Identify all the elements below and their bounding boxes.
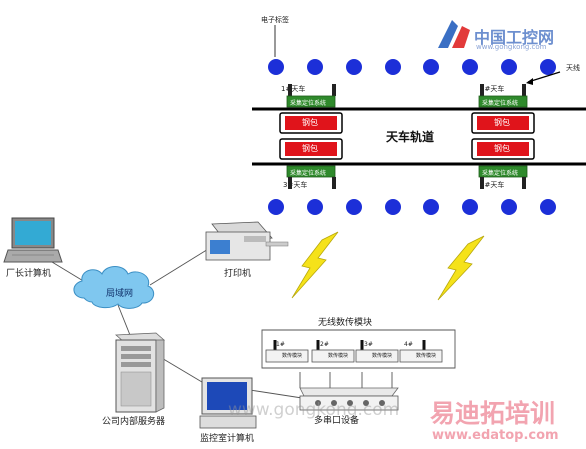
track-label: 天车轨道: [386, 130, 435, 144]
rfid-tag-row-bottom: [268, 199, 556, 215]
positioning-system-box-3: [286, 165, 336, 178]
gongkong-watermark: 中国工控网: [474, 28, 555, 47]
ladle-box-4: [477, 142, 529, 156]
ladle-box-2: [285, 142, 337, 156]
factory-laptop-icon: [3, 217, 63, 263]
wireless-bolt-left-icon: [291, 231, 339, 299]
edatop-watermark: 易迪拓培训: [430, 399, 556, 428]
wireless-module-title: 无线数传模块: [318, 318, 373, 328]
multiport-device-label: 多串口设备: [314, 416, 360, 426]
ladle-box-1: [285, 116, 337, 130]
factory-pc-label: 厂长计算机: [6, 269, 52, 279]
lan-cloud-icon: [73, 266, 155, 309]
module-text-2: 数传模块: [328, 353, 349, 359]
monitor-pc-icon: [199, 377, 257, 429]
wireless-module-bracket: [261, 329, 456, 369]
positioning-system-label-1: 采集定位系统: [290, 100, 327, 107]
printer-icon: [205, 221, 289, 261]
ladle-box-3: [477, 116, 529, 130]
gongkong-url-watermark: www.gongkong.com: [476, 43, 547, 51]
wireless-bolt-right-icon: [437, 235, 485, 301]
ladle-label-4: 钢包: [494, 144, 510, 153]
rfid-tag-label: 电子标签: [261, 16, 289, 24]
wireless-module-3: [355, 340, 399, 363]
wireless-module-1: [265, 340, 309, 363]
ladle-label-1: 钢包: [302, 118, 318, 127]
crane-2-label: 2#天车: [480, 85, 505, 93]
positioning-system-label-2: 采集定位系统: [482, 100, 519, 107]
positioning-system-label-3: 采集定位系统: [290, 170, 327, 177]
printer-label: 打印机: [224, 269, 252, 279]
positioning-system-box-4: [478, 165, 528, 178]
module-number-1: 1#: [276, 341, 285, 348]
wireless-module-4: [399, 340, 443, 363]
ladle-label-3: 钢包: [494, 118, 510, 127]
module-number-4: 4#: [404, 341, 413, 348]
gongkong-center-watermark: www.gongkong.com: [228, 400, 400, 420]
positioning-system-box-2: [478, 95, 528, 108]
module-text-1: 数传模块: [282, 353, 303, 359]
crane-unit-left: [279, 84, 343, 189]
gongkong-logo-icon: [438, 20, 470, 48]
crane-3-label: 3#天车: [283, 181, 308, 189]
network-links: [51, 242, 393, 399]
crane-1-label: 1#天车: [281, 85, 306, 93]
antenna-pointer: [527, 71, 561, 83]
positioning-system-label-4: 采集定位系统: [482, 170, 519, 177]
ladle-label-2: 钢包: [302, 144, 318, 153]
server-icon: [114, 332, 166, 413]
antenna-arrowhead: [526, 78, 533, 85]
lan-label: 局域网: [106, 289, 134, 299]
rfid-tag-row-top: [268, 59, 556, 75]
module-text-4: 数传模块: [416, 353, 437, 359]
antenna-label: 天线: [566, 64, 580, 72]
monitor-pc-label: 监控室计算机: [200, 434, 255, 444]
crane-4-label: 4#天车: [480, 181, 505, 189]
wireless-module-group: [265, 340, 443, 363]
multiport-device-icon: [299, 387, 399, 411]
module-number-3: 3#: [364, 341, 373, 348]
crane-unit-right: [471, 84, 535, 189]
positioning-system-box-1: [286, 95, 336, 108]
module-number-2: 2#: [320, 341, 329, 348]
edatop-url-watermark: www.edatop.com: [432, 428, 559, 443]
server-label: 公司内部服务器: [102, 417, 166, 427]
module-text-3: 数传模块: [372, 353, 393, 359]
wireless-module-2: [311, 340, 355, 363]
